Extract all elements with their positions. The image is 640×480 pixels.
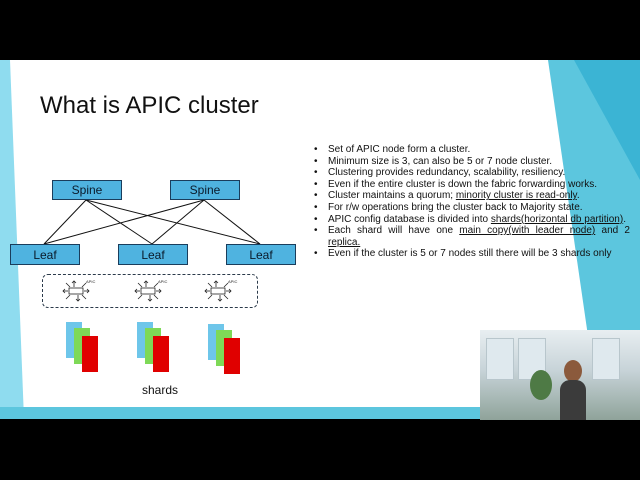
link (43, 199, 205, 245)
spine-node-1: Spine (52, 180, 122, 200)
link (203, 199, 261, 245)
presenter-video (480, 330, 640, 420)
shards-label: shards (142, 383, 179, 397)
bullet-item: Even if the entire cluster is down the f… (314, 179, 630, 191)
spine-label: Spine (189, 183, 221, 197)
leaf-node-3: Leaf (226, 244, 296, 265)
shard-red (153, 336, 169, 372)
bullet-list: Set of APIC node form a cluster. Minimum… (314, 144, 630, 260)
leaf-node-2: Leaf (118, 244, 188, 265)
plant-shape (530, 370, 552, 400)
shard-stack-1 (66, 322, 98, 372)
presenter-avatar (560, 360, 586, 420)
bullet-item: Set of APIC node form a cluster. (314, 144, 630, 156)
shard-red (82, 336, 98, 372)
bullet-item: For r/w operations bring the cluster bac… (314, 202, 630, 214)
leaf-label: Leaf (249, 247, 273, 262)
apic-label: APIC (158, 279, 167, 284)
bullet-item: Clustering provides redundancy, scalabil… (314, 167, 630, 179)
leaf-label: Leaf (33, 247, 57, 262)
spine-node-2: Spine (170, 180, 240, 200)
shard-stack-3 (208, 324, 240, 374)
apic-cluster-group (42, 274, 258, 308)
leaf-node-1: Leaf (10, 244, 80, 265)
slide: What is APIC cluster Spine Spine Leaf Le… (0, 60, 640, 419)
window-shape (518, 338, 546, 380)
shard-stacks (66, 322, 240, 374)
link (85, 199, 261, 245)
slide-title: What is APIC cluster (40, 92, 259, 119)
apic-label: APIC (228, 279, 237, 284)
apic-controllers: APIC APIC APIC (62, 279, 237, 302)
window-shape (592, 338, 620, 380)
topology-links (43, 199, 261, 245)
window-shape (486, 338, 514, 380)
bullet-item: Cluster maintains a quorum; minority clu… (314, 190, 630, 202)
spine-label: Spine (71, 183, 103, 197)
shard-stack-2 (137, 322, 169, 372)
bullet-item: Each shard will have one main copy(with … (314, 225, 630, 248)
apic-label: APIC (86, 279, 95, 284)
bullet-item: Minimum size is 3, can also be 5 or 7 no… (314, 156, 630, 168)
leaf-label: Leaf (141, 247, 165, 262)
bullet-item: Even if the cluster is 5 or 7 nodes stil… (314, 248, 630, 260)
link (43, 199, 87, 245)
link (85, 199, 153, 245)
bullet-item: APIC config database is divided into sha… (314, 214, 630, 226)
link (151, 199, 205, 245)
shard-red (224, 338, 240, 374)
